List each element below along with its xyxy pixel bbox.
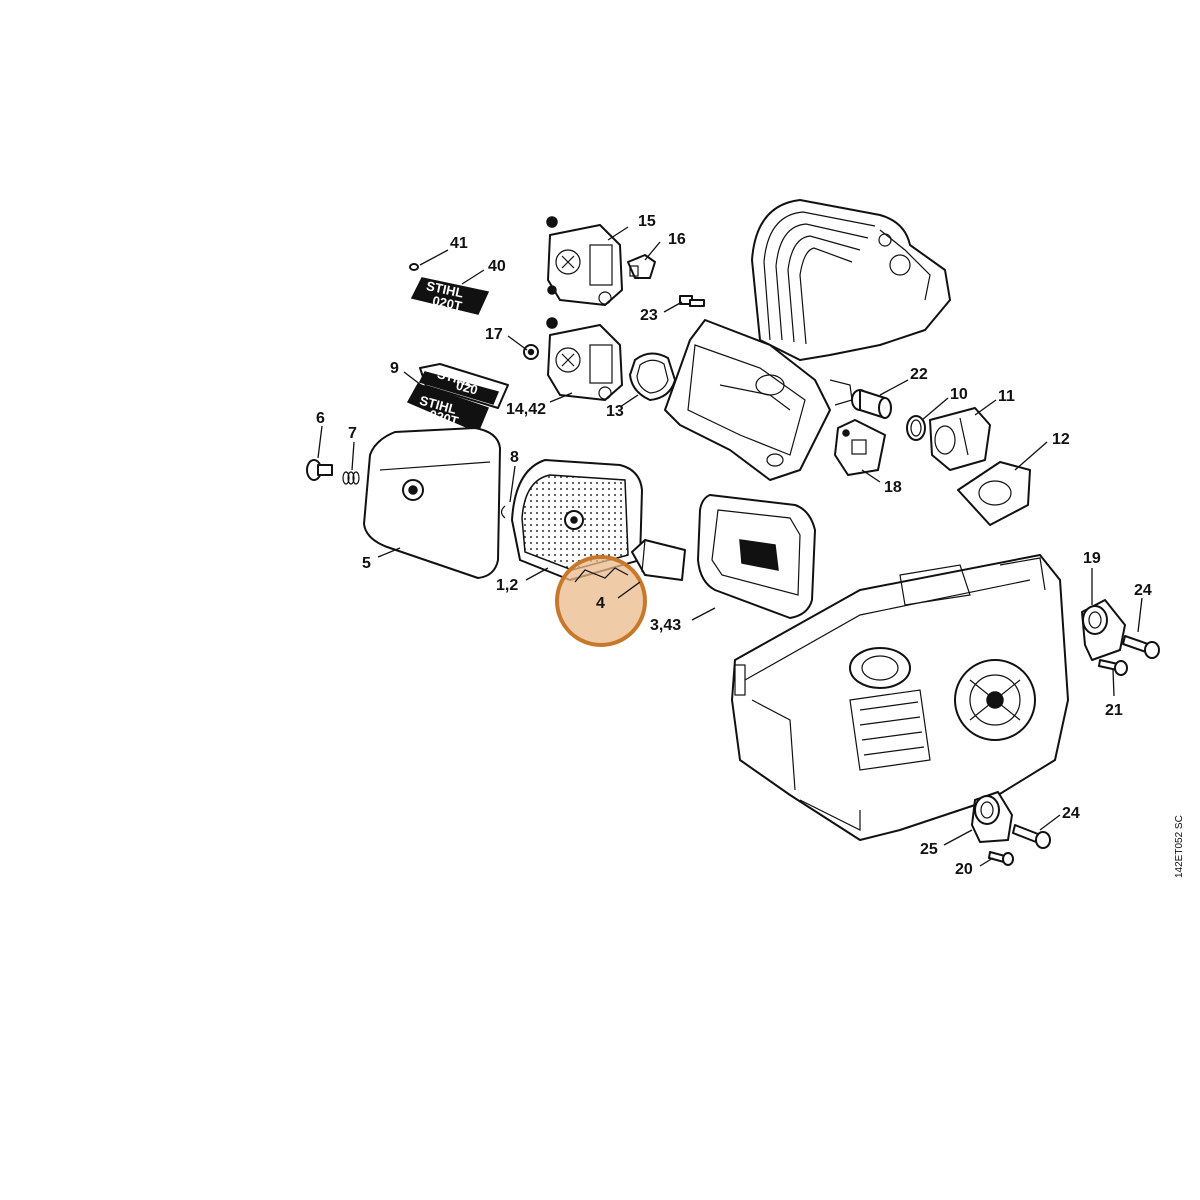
- part-labels: 15 16 41 40 23 17 9 14,42 13 22 10 11 12…: [316, 213, 1152, 878]
- label-7: 7: [348, 425, 357, 442]
- highlight-marker: [555, 555, 647, 647]
- rivet-41: [409, 263, 419, 271]
- label-3-43: 3,43: [650, 617, 681, 634]
- label-20: 20: [955, 861, 973, 878]
- foam-element-4: [631, 539, 686, 581]
- label-6: 6: [316, 410, 325, 427]
- label-24-upper: 24: [1134, 582, 1152, 599]
- engine-housing: [731, 554, 1069, 841]
- label-5: 5: [362, 555, 371, 572]
- label-25: 25: [920, 841, 938, 858]
- decal-9: STIHL 020 STIHL 020T: [406, 363, 509, 433]
- label-19: 19: [1083, 550, 1101, 567]
- screw-24-lower: [1012, 824, 1051, 849]
- reference-code: 142ET052 SC: [1174, 815, 1185, 878]
- gasket-13: [629, 352, 676, 401]
- label-4: 4: [596, 595, 605, 612]
- label-12: 12: [1052, 431, 1070, 448]
- carburetor-14-42: [546, 317, 623, 401]
- screw-20: [988, 851, 1014, 866]
- label-11: 11: [998, 388, 1015, 405]
- screw-23: [679, 295, 705, 307]
- decal-text-6: 020T: [427, 407, 460, 429]
- nut-17: [523, 344, 539, 360]
- decal-text-2: 020T: [431, 293, 463, 314]
- label-22: 22: [910, 366, 928, 383]
- o-ring-10: [906, 415, 926, 441]
- retaining-ring-8: [500, 505, 506, 519]
- label-40: 40: [488, 258, 506, 275]
- label-23: 23: [640, 307, 658, 324]
- filter-cover-5: [363, 427, 501, 579]
- screw-21: [1098, 659, 1128, 676]
- screw-6: [306, 459, 333, 481]
- plate-18: [834, 419, 886, 476]
- label-8: 8: [510, 449, 519, 466]
- carburetor-15: [546, 216, 623, 306]
- rubber-buffer-22: [851, 389, 892, 419]
- label-14-42: 14,42: [506, 401, 546, 418]
- fuel-fitting-16: [627, 254, 656, 279]
- decal-40: STIHL 020T: [410, 277, 490, 315]
- intake-manifold-11: [929, 407, 991, 471]
- label-10: 10: [950, 386, 968, 403]
- flange-12: [957, 461, 1031, 526]
- handle-frame: [751, 199, 951, 361]
- av-element-25: [971, 791, 1013, 843]
- label-41: 41: [450, 235, 468, 252]
- label-21: 21: [1105, 702, 1123, 719]
- label-24-lower: 24: [1062, 805, 1080, 822]
- label-15: 15: [638, 213, 656, 230]
- av-element-19: [1081, 599, 1126, 661]
- label-1-2: 1,2: [496, 577, 518, 594]
- filter-base-3-43: [697, 494, 816, 619]
- leader-lines: [317, 226, 1143, 867]
- decal-text-4: 020: [454, 377, 479, 397]
- spring-7: [342, 471, 360, 485]
- label-16: 16: [668, 231, 686, 248]
- screw-24-upper: [1122, 635, 1160, 659]
- label-17: 17: [485, 326, 503, 343]
- label-9: 9: [390, 360, 399, 377]
- label-18: 18: [884, 479, 902, 496]
- label-13: 13: [606, 403, 624, 420]
